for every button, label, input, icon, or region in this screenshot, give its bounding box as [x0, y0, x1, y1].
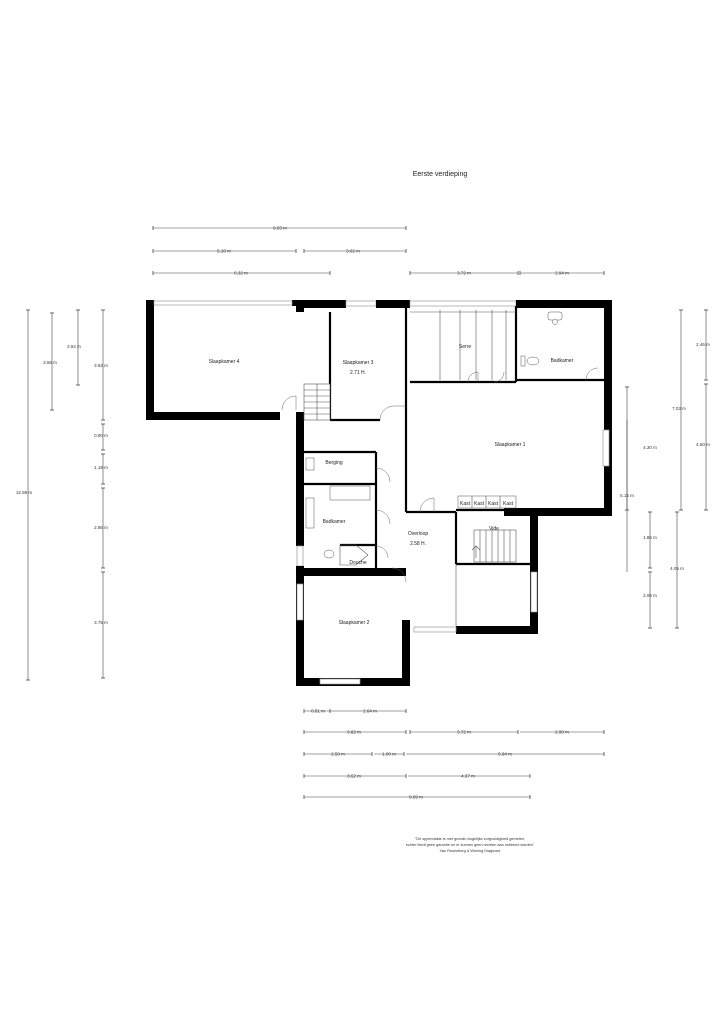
dim-bot-b: 2.64 m	[363, 709, 377, 714]
dim-right-f: 1.86 m	[643, 535, 657, 540]
dim-left-a: 3.55 m	[43, 360, 57, 365]
label-badkamer: Badkamer	[323, 519, 346, 525]
label-kast-2: Kast	[474, 501, 485, 507]
dim-left-f: 2.86 m	[94, 525, 108, 530]
dim-top-a: 5.10 m	[217, 249, 231, 254]
disclaimer-line-1: "De oppervlakte is met grootst mogelijke…	[415, 837, 525, 841]
dim-bot-c: 3.82 m	[347, 730, 361, 735]
serre-glazing	[410, 310, 516, 380]
dim-left-d: 0.90 m	[94, 433, 108, 438]
disclaimer-line-3: Van Rosenburg & Woning Diagnose	[440, 849, 501, 853]
disclaimer: "De oppervlakte is met grootst mogelijke…	[406, 837, 535, 853]
dim-bot-j: 4.37 m	[461, 774, 475, 779]
dim-right-b: 7.03 m	[672, 406, 686, 411]
label-kast-1: Kast	[460, 501, 471, 507]
label-badkamer-top: Badkamer	[551, 358, 574, 364]
dim-right-a: 2.46 m	[696, 342, 710, 347]
dim-left-g: 3.75 m	[94, 620, 108, 625]
dim-bot-a: 0.91 m	[311, 709, 325, 714]
dim-top-d: 3.72 m	[457, 271, 471, 276]
dim-bot-k: 8.09 m	[409, 795, 423, 800]
staircase-upper	[303, 383, 331, 421]
dim-bot-d: 3.72 m	[457, 730, 471, 735]
label-vide: Vide	[489, 526, 499, 532]
label-slaapkamer-4: Slaapkamer 4	[209, 359, 240, 365]
dimensions-top: 9.03 m 5.10 m 3.62 m 6.32 m 3.72 m 2.94 …	[152, 226, 605, 276]
dim-right-g: 4.05 m	[670, 566, 684, 571]
dim-top-total: 9.03 m	[273, 226, 287, 231]
interior-walls	[304, 306, 604, 626]
staircase-vide	[471, 529, 517, 563]
label-douche: Douche	[349, 560, 366, 566]
dim-left-e: 1.19 m	[94, 465, 108, 470]
closets	[457, 495, 517, 509]
exterior-walls	[146, 300, 612, 686]
label-slaapkamer-1: Slaapkamer 1	[495, 442, 526, 448]
label-slaapkamer-3: Slaapkamer 3	[343, 360, 374, 366]
dim-right-e: 5.15 m	[620, 493, 634, 498]
label-slaapkamer-3-height: 2.71 H.	[350, 370, 366, 376]
dimensions-right: 2.46 m 7.03 m 4.30 m 4.50 m 5.15 m 1.86 …	[620, 309, 710, 629]
dim-right-h: 2.06 m	[643, 593, 657, 598]
room-labels: Slaapkamer 4 Slaapkamer 3 2.71 H. Serre …	[209, 344, 574, 626]
dim-left-b: 2.62 m	[67, 344, 81, 349]
dim-top-e: 2.94 m	[555, 271, 569, 276]
label-kast-3: Kast	[488, 501, 499, 507]
label-slaapkamer-2: Slaapkamer 2	[339, 620, 370, 626]
dim-bot-f: 2.50 m	[331, 752, 345, 757]
dim-right-c: 4.30 m	[643, 445, 657, 450]
dim-top-b: 3.62 m	[346, 249, 360, 254]
plan-title: Eerste verdieping	[413, 171, 468, 178]
label-overloop: Overloop	[408, 531, 429, 537]
doors	[281, 367, 599, 583]
dim-top-c: 6.32 m	[234, 271, 248, 276]
dim-bot-e: 2.90 m	[555, 730, 569, 735]
dim-bot-g: 1.00 m	[382, 752, 396, 757]
label-kast-4: Kast	[503, 501, 514, 507]
dim-bot-h: 6.94 m	[498, 752, 512, 757]
label-berging: Berging	[325, 460, 342, 466]
sanitary-fixtures	[305, 311, 563, 566]
dim-left-c: 3.92 m	[94, 363, 108, 368]
dim-bot-i: 3.62 m	[347, 774, 361, 779]
dim-left-total: 12.98 m	[16, 490, 33, 495]
disclaimer-line-2: echter biedt geen garantie en er kunnen …	[406, 843, 535, 847]
dimensions-left: 12.98 m 3.55 m 2.62 m 3.92 m 0.90 m 1.19…	[16, 309, 108, 681]
dimensions-bottom: 0.91 m 2.64 m 3.82 m 3.72 m 2.90 m 2.50 …	[303, 709, 605, 800]
dim-right-d: 4.50 m	[696, 442, 710, 447]
label-serre: Serre	[459, 344, 471, 350]
label-overloop-height: 2.58 H.	[410, 541, 426, 547]
